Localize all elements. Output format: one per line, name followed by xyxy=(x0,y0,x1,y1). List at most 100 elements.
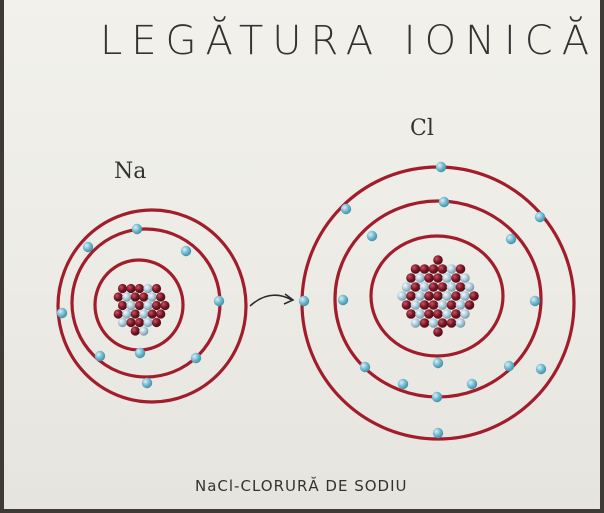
proton-bead xyxy=(437,318,448,328)
electron-bead xyxy=(535,363,547,375)
neutron-bead xyxy=(442,273,452,283)
electron-bead xyxy=(190,352,202,364)
neutron-bead xyxy=(143,300,153,311)
proton-bead xyxy=(455,264,466,274)
neutron-bead xyxy=(455,300,466,310)
sodium-electrons xyxy=(56,223,225,389)
electron-bead xyxy=(435,161,447,173)
proton-bead xyxy=(433,255,443,265)
proton-bead xyxy=(117,283,128,294)
electron-bead xyxy=(366,230,378,242)
chlorine-orbit-inner xyxy=(369,234,505,358)
electron-bead xyxy=(438,196,450,208)
neutron-bead xyxy=(415,291,425,301)
proton-bead xyxy=(126,283,136,294)
electron-bead xyxy=(432,357,444,369)
neutron-bead xyxy=(410,318,421,328)
neutron-bead xyxy=(122,292,132,302)
electron-bead xyxy=(337,294,349,306)
proton-bead xyxy=(151,317,162,328)
proton-bead xyxy=(134,317,145,328)
electron-bead xyxy=(213,295,225,307)
proton-bead xyxy=(160,300,170,311)
chlorine-electrons xyxy=(298,161,547,439)
proton-bead xyxy=(147,309,157,319)
proton-bead xyxy=(117,300,128,311)
sodium-orbit-outer xyxy=(56,208,248,404)
electron-bead xyxy=(432,427,444,439)
proton-bead xyxy=(424,291,434,301)
proton-bead xyxy=(419,300,430,310)
neutron-bead xyxy=(415,273,425,283)
proton-bead xyxy=(134,300,145,311)
electron-bead xyxy=(397,378,409,390)
proton-bead xyxy=(113,292,123,302)
proton-bead xyxy=(433,273,443,283)
neutron-bead xyxy=(460,309,470,319)
sodium-label: Na xyxy=(114,159,147,184)
proton-bead xyxy=(437,282,448,292)
electron-bead xyxy=(141,377,153,389)
neutron-bead xyxy=(442,309,452,319)
neutron-bead xyxy=(143,317,153,328)
proton-bead xyxy=(130,309,140,319)
proton-bead xyxy=(419,318,430,328)
proton-bead xyxy=(424,273,434,283)
proton-bead xyxy=(433,291,443,301)
proton-bead xyxy=(156,309,166,319)
proton-bead xyxy=(139,292,149,302)
electron-bead xyxy=(180,245,192,257)
proton-bead xyxy=(437,264,448,274)
proton-bead xyxy=(428,300,439,310)
neutron-bead xyxy=(446,264,457,274)
neutron-bead xyxy=(437,300,448,310)
proton-bead xyxy=(469,291,479,301)
proton-bead xyxy=(424,309,434,319)
electron-transfer-arrow xyxy=(249,293,295,307)
electron-bead xyxy=(131,223,143,235)
proton-bead xyxy=(151,300,162,311)
proton-bead xyxy=(455,282,466,292)
neutron-bead xyxy=(147,292,157,302)
neutron-bead xyxy=(419,282,430,292)
sodium-atom xyxy=(56,208,248,404)
proton-bead xyxy=(433,309,443,319)
neutron-bead xyxy=(139,326,149,336)
proton-bead xyxy=(446,318,457,328)
neutron-bead xyxy=(410,300,421,310)
neutron-bead xyxy=(126,300,136,311)
proton-bead xyxy=(451,309,461,319)
electron-bead xyxy=(298,295,310,307)
neutron-bead xyxy=(117,317,128,328)
electron-bead xyxy=(534,211,546,223)
electron-bead xyxy=(340,203,352,215)
proton-bead xyxy=(126,317,136,328)
proton-bead xyxy=(451,291,461,301)
neutron-bead xyxy=(139,309,149,319)
proton-bead xyxy=(151,283,162,294)
sodium-nucleus xyxy=(113,283,170,336)
proton-bead xyxy=(428,264,439,274)
proton-bead xyxy=(406,291,416,301)
neutron-bead xyxy=(401,282,412,292)
neutron-bead xyxy=(428,318,439,328)
neutron-bead xyxy=(415,309,425,319)
electron-bead xyxy=(503,360,515,372)
caption: NaCl-CLORURĂ DE SODIU xyxy=(195,477,408,495)
proton-bead xyxy=(446,300,457,310)
proton-bead xyxy=(113,309,123,319)
chlorine-label: Cl xyxy=(410,116,434,141)
electron-bead xyxy=(431,391,443,403)
proton-bead xyxy=(401,300,412,310)
neutron-bead xyxy=(397,291,407,301)
neutron-bead xyxy=(460,291,470,301)
electron-bead xyxy=(94,350,106,362)
chlorine-nucleus xyxy=(397,255,479,337)
proton-bead xyxy=(406,309,416,319)
proton-bead xyxy=(406,273,416,283)
electron-bead xyxy=(505,233,517,245)
chlorine-atom xyxy=(298,161,576,441)
electron-bead xyxy=(466,378,478,390)
proton-bead xyxy=(410,282,421,292)
